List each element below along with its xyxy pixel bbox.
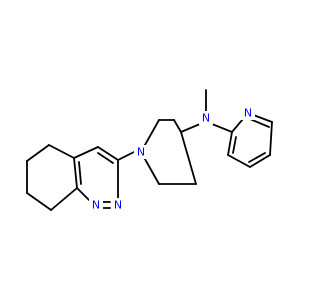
bond-pip-c4-c3 bbox=[173, 119, 182, 133]
bond-cyc-c7-c8 bbox=[26, 192, 52, 211]
pyridine-nitrogen-label: N bbox=[244, 107, 252, 120]
bond-cin-c4-c4a bbox=[73, 146, 99, 159]
piperidine-n-bg bbox=[134, 145, 148, 159]
amine-nitrogen-label: N bbox=[202, 112, 210, 125]
bond-py-c5-c4 bbox=[249, 154, 271, 168]
bond-cin-c4a-c8a bbox=[73, 157, 78, 189]
bond-cin-c3-c4-inner bbox=[97, 152, 114, 164]
bond-cin-c3-c4 bbox=[97, 146, 119, 161]
molecule-structure-diagram: N N N N N bbox=[26, 89, 273, 212]
atom-labels: N N N N N bbox=[89, 106, 255, 212]
bond-py-c4-c3 bbox=[227, 154, 251, 168]
bond-cyc-c5-c6 bbox=[26, 144, 50, 162]
bond-cin-c8a-n1 bbox=[76, 187, 91, 202]
bond-pip-c5-c4 bbox=[180, 131, 197, 185]
cinnoline-n2-bg bbox=[111, 198, 125, 212]
bond-pip-cinnoline bbox=[117, 151, 135, 161]
pyridine-n-bg bbox=[241, 106, 255, 120]
bond-amine-pyridine bbox=[211, 123, 233, 133]
bond-cyc-c8-c8a bbox=[50, 187, 78, 211]
bond-py-c5-c4-inner bbox=[248, 152, 266, 163]
bond-py-c3-c2-inner bbox=[232, 136, 237, 154]
bond-amine-c4 bbox=[180, 123, 201, 133]
bond-py-c3-c2 bbox=[227, 131, 233, 156]
bond-py-c6-c5 bbox=[269, 121, 273, 156]
cinnoline-n1-bg bbox=[89, 198, 103, 212]
cinnoline-n2-label: N bbox=[114, 199, 122, 212]
cinnoline-n1-label: N bbox=[92, 199, 100, 212]
piperidine-nitrogen-label: N bbox=[137, 146, 145, 159]
bond-cyc-c4a-c5 bbox=[48, 144, 75, 159]
bond-cin-c4a-c8a-inner bbox=[78, 161, 82, 185]
amine-n-bg bbox=[199, 111, 213, 125]
bonds bbox=[26, 89, 273, 211]
bond-py-n1-c6-inner bbox=[249, 118, 270, 128]
